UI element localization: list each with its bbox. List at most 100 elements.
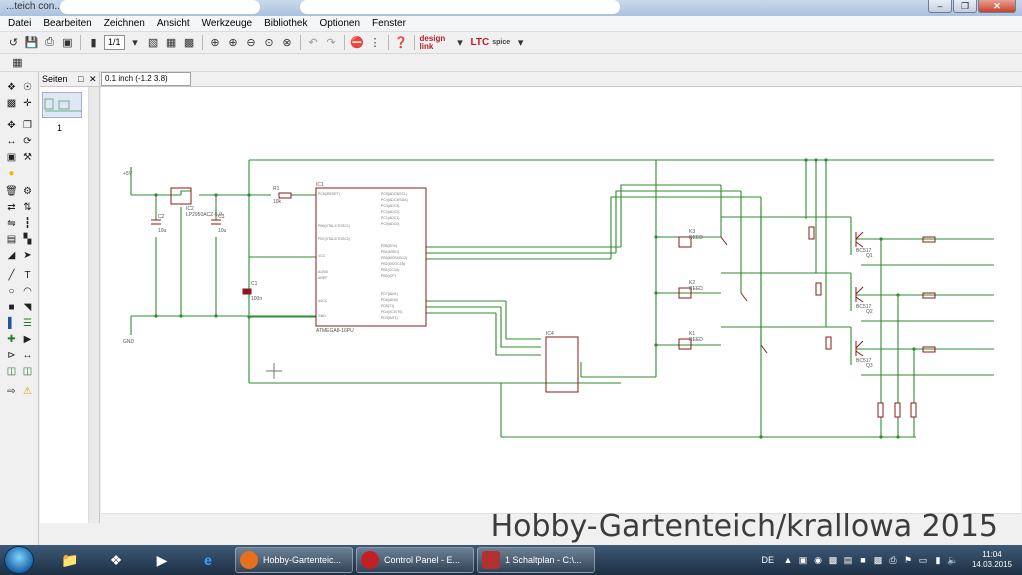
pinswap-icon[interactable]: ⇄ — [7, 202, 16, 213]
label-icon[interactable]: ▶ — [23, 334, 32, 345]
errors-icon[interactable]: ⚠ — [23, 386, 32, 397]
close-button[interactable]: ✕ — [978, 0, 1016, 13]
dropdown-arrow-icon[interactable]: ▾ — [457, 37, 463, 49]
help-icon[interactable]: ❓ — [394, 37, 408, 49]
wire-icon[interactable]: ╱ — [8, 270, 15, 281]
board-icon[interactable]: ▦ — [165, 37, 177, 49]
tray-network-icon[interactable]: ▣ — [798, 555, 808, 565]
bus-icon[interactable]: ▌ — [7, 318, 16, 329]
grid-icon[interactable]: ▦ — [12, 57, 23, 69]
attribute-icon[interactable]: ⊳ — [7, 350, 16, 361]
dimension-icon[interactable]: ↔ — [22, 350, 33, 361]
tray-arrow-icon[interactable]: ▲ — [783, 555, 793, 565]
menu-optionen[interactable]: Optionen — [319, 18, 361, 29]
close-panel-icon[interactable]: ✕ — [89, 74, 97, 84]
smash-icon[interactable]: ◢ — [7, 250, 16, 261]
page-thumbnail[interactable] — [42, 92, 82, 118]
arc-icon[interactable]: ◠ — [23, 286, 32, 297]
internet-explorer-icon[interactable]: e — [204, 552, 212, 568]
menu-fenster[interactable]: Fenster — [372, 18, 406, 29]
rotate-icon[interactable]: ⟳ — [23, 136, 32, 147]
stop-icon[interactable]: ⛔ — [350, 37, 364, 49]
task-schematic[interactable]: 1 Schaltplan - C:\... — [477, 547, 595, 573]
save-icon[interactable]: 💾 — [24, 37, 39, 49]
run-icon[interactable]: ⋮ — [369, 37, 381, 49]
gateswap-icon[interactable]: ⇅ — [23, 202, 32, 213]
maximize-button[interactable]: ❐ — [953, 0, 977, 13]
tray-device-icon[interactable]: ▭ — [918, 555, 928, 565]
pages-scrollbar[interactable] — [88, 87, 99, 523]
designlink-button[interactable]: design link — [419, 33, 446, 51]
language-indicator[interactable]: DE — [761, 555, 774, 565]
dropdown-arrow-icon[interactable]: ▾ — [517, 37, 524, 49]
text-icon[interactable]: T — [24, 270, 31, 281]
tray-volume-icon[interactable]: 🔈 — [947, 555, 959, 565]
menu-werkzeuge[interactable]: Werkzeuge — [201, 18, 253, 29]
mark-icon[interactable]: ✛ — [23, 98, 32, 109]
zoom-redraw-icon[interactable]: ⊙ — [264, 37, 274, 49]
media-center-icon[interactable]: ❖ — [109, 551, 123, 568]
delete-icon[interactable]: 🗑 — [5, 186, 18, 197]
paste-icon[interactable]: ● — [8, 168, 15, 179]
name-icon[interactable]: ▤ — [6, 234, 17, 245]
columns-icon[interactable]: ▧ — [147, 37, 159, 49]
explorer-icon[interactable]: 📁 — [61, 551, 79, 568]
tray-nvidia-icon[interactable]: ■ — [860, 555, 866, 565]
erc-icon[interactable]: ⇨ — [7, 386, 16, 397]
tray-signal-icon[interactable]: ▮ — [935, 555, 941, 565]
tray-printer-icon[interactable]: ⎙ — [889, 555, 897, 565]
layer-icon[interactable]: ▩ — [6, 98, 17, 109]
tray-antivirus-icon[interactable]: ◉ — [814, 555, 822, 565]
tray-app-icon[interactable]: ▩ — [828, 555, 838, 565]
rect-icon[interactable]: ■ — [8, 302, 15, 313]
clock[interactable]: 11:04 14.03.2015 — [962, 550, 1022, 570]
circle-icon[interactable]: ○ — [8, 286, 15, 297]
miter-icon[interactable]: ➤ — [23, 250, 32, 261]
start-button[interactable] — [4, 546, 34, 574]
redo-icon[interactable]: ↷ — [326, 37, 336, 49]
net-icon[interactable]: ☰ — [23, 318, 32, 329]
zoom-fit-icon[interactable]: ⊕ — [210, 37, 220, 49]
menu-zeichnen[interactable]: Zeichnen — [103, 18, 145, 29]
split-icon[interactable]: ┇ — [24, 218, 31, 229]
zoom-select-icon[interactable]: ⊗ — [282, 37, 292, 49]
zoom-select[interactable]: 1/1 — [104, 35, 125, 50]
tray-monitor-icon[interactable]: ▤ — [843, 555, 853, 565]
frame-icon[interactable]: ◫ — [6, 366, 17, 377]
media-player-icon[interactable]: ▶ — [156, 551, 168, 568]
menu-ansicht[interactable]: Ansicht — [156, 18, 190, 29]
dropdown-arrow-icon[interactable]: ▾ — [132, 37, 138, 49]
module-icon[interactable]: ◫ — [22, 366, 33, 377]
tray-update-icon[interactable]: ▩ — [873, 555, 883, 565]
junction-icon[interactable]: ✚ — [7, 334, 16, 345]
move-icon[interactable]: ✥ — [7, 120, 16, 131]
menu-bibliothek[interactable]: Bibliothek — [264, 18, 308, 29]
ltc-logo[interactable]: LTC — [470, 36, 490, 48]
menu-bearbeiten[interactable]: Bearbeiten — [43, 18, 92, 29]
polygon-icon[interactable]: ◥ — [23, 302, 32, 313]
add-icon[interactable]: ⚙ — [23, 186, 32, 197]
open-icon[interactable]: ↺ — [8, 37, 19, 49]
sheet-icon[interactable]: ▮ — [90, 37, 97, 49]
group-icon[interactable]: ▣ — [6, 152, 17, 163]
replace-icon[interactable]: ⇋ — [7, 218, 16, 229]
camera-icon[interactable]: ▣ — [62, 37, 73, 49]
eye-icon[interactable]: ☉ — [23, 82, 32, 93]
undock-icon[interactable]: □ — [78, 74, 84, 84]
library-icon[interactable]: ▩ — [183, 37, 195, 49]
mirror-icon[interactable]: ↔ — [6, 136, 17, 147]
info-icon[interactable]: ❖ — [7, 82, 16, 93]
task-control-panel[interactable]: Control Panel - E... — [356, 547, 474, 573]
zoom-out-icon[interactable]: ⊖ — [246, 37, 256, 49]
tray-flag-icon[interactable]: ⚑ — [903, 555, 913, 565]
menu-datei[interactable]: Datei — [8, 18, 32, 29]
print-icon[interactable]: ⎙ — [45, 36, 54, 48]
ltspice-label[interactable]: spice — [492, 38, 511, 46]
horizontal-scrollbar[interactable] — [101, 513, 1021, 523]
task-firefox[interactable]: Hobby-Gartenteic... — [235, 547, 353, 573]
undo-icon[interactable]: ↶ — [308, 37, 318, 49]
minimize-button[interactable]: – — [928, 0, 952, 13]
value-icon[interactable]: ▚ — [23, 234, 32, 245]
change-icon[interactable]: ⚒ — [23, 152, 32, 163]
zoom-in-icon[interactable]: ⊕ — [228, 37, 238, 49]
